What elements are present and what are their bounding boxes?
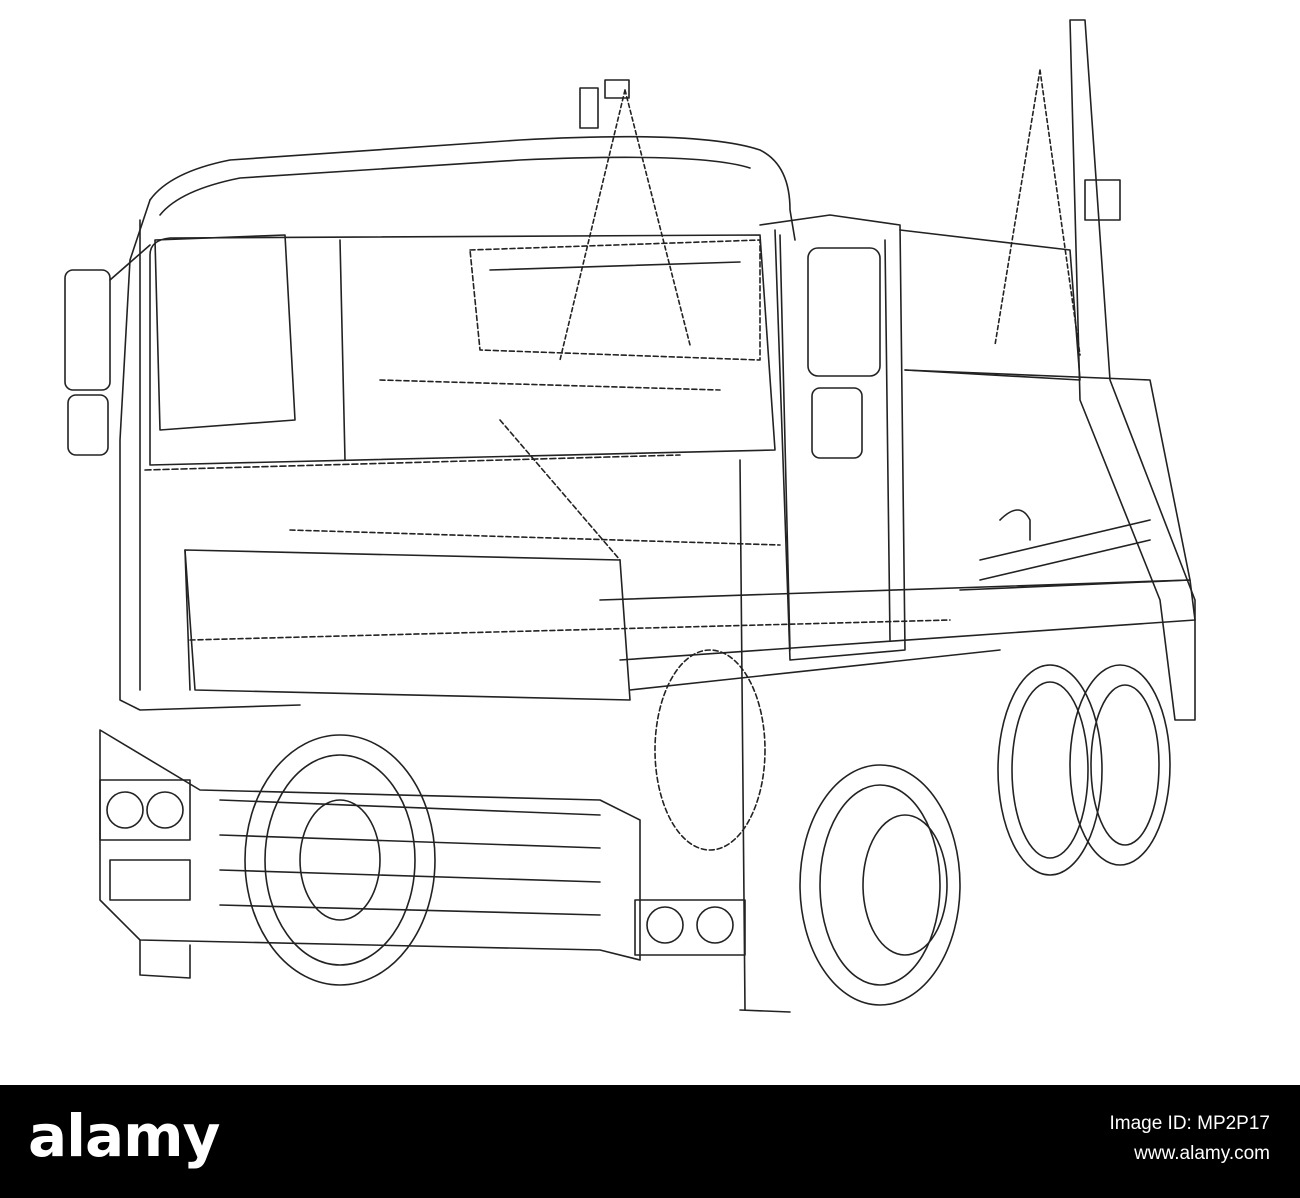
wiper [144,454,681,471]
chain-rear [994,69,1081,356]
cab-roof [149,135,796,241]
mirror-left [64,269,111,391]
skip-container [899,229,1081,381]
chain-front [559,89,691,361]
front-bumper [99,729,641,961]
rear-wheel-1 [997,664,1103,876]
cab-front [119,199,301,711]
wireframe-illustration [64,19,1196,1013]
alamy-logo: alamy [28,1102,220,1170]
hidden-wheel [654,649,766,851]
headlight-left [99,779,191,841]
loader-arm [1069,19,1196,721]
image-meta: Image ID: MP2P17 www.alamy.com [1109,1109,1270,1169]
chassis-rail [599,579,1196,661]
site-url: www.alamy.com [1134,1143,1270,1164]
rear-wheel-2 [1069,664,1171,866]
windshield [149,234,776,466]
image-id: Image ID: MP2P17 [1109,1113,1270,1134]
grille-panel [184,549,631,701]
truck-wireframe [64,19,1196,1013]
front-wheel [244,734,436,986]
mirror-right [807,247,881,377]
middle-wheel [799,764,961,1006]
footer-bar: alamy Image ID: MP2P17 www.alamy.com [0,1085,1300,1198]
headlight-right [634,899,746,956]
cab-side [759,214,906,661]
